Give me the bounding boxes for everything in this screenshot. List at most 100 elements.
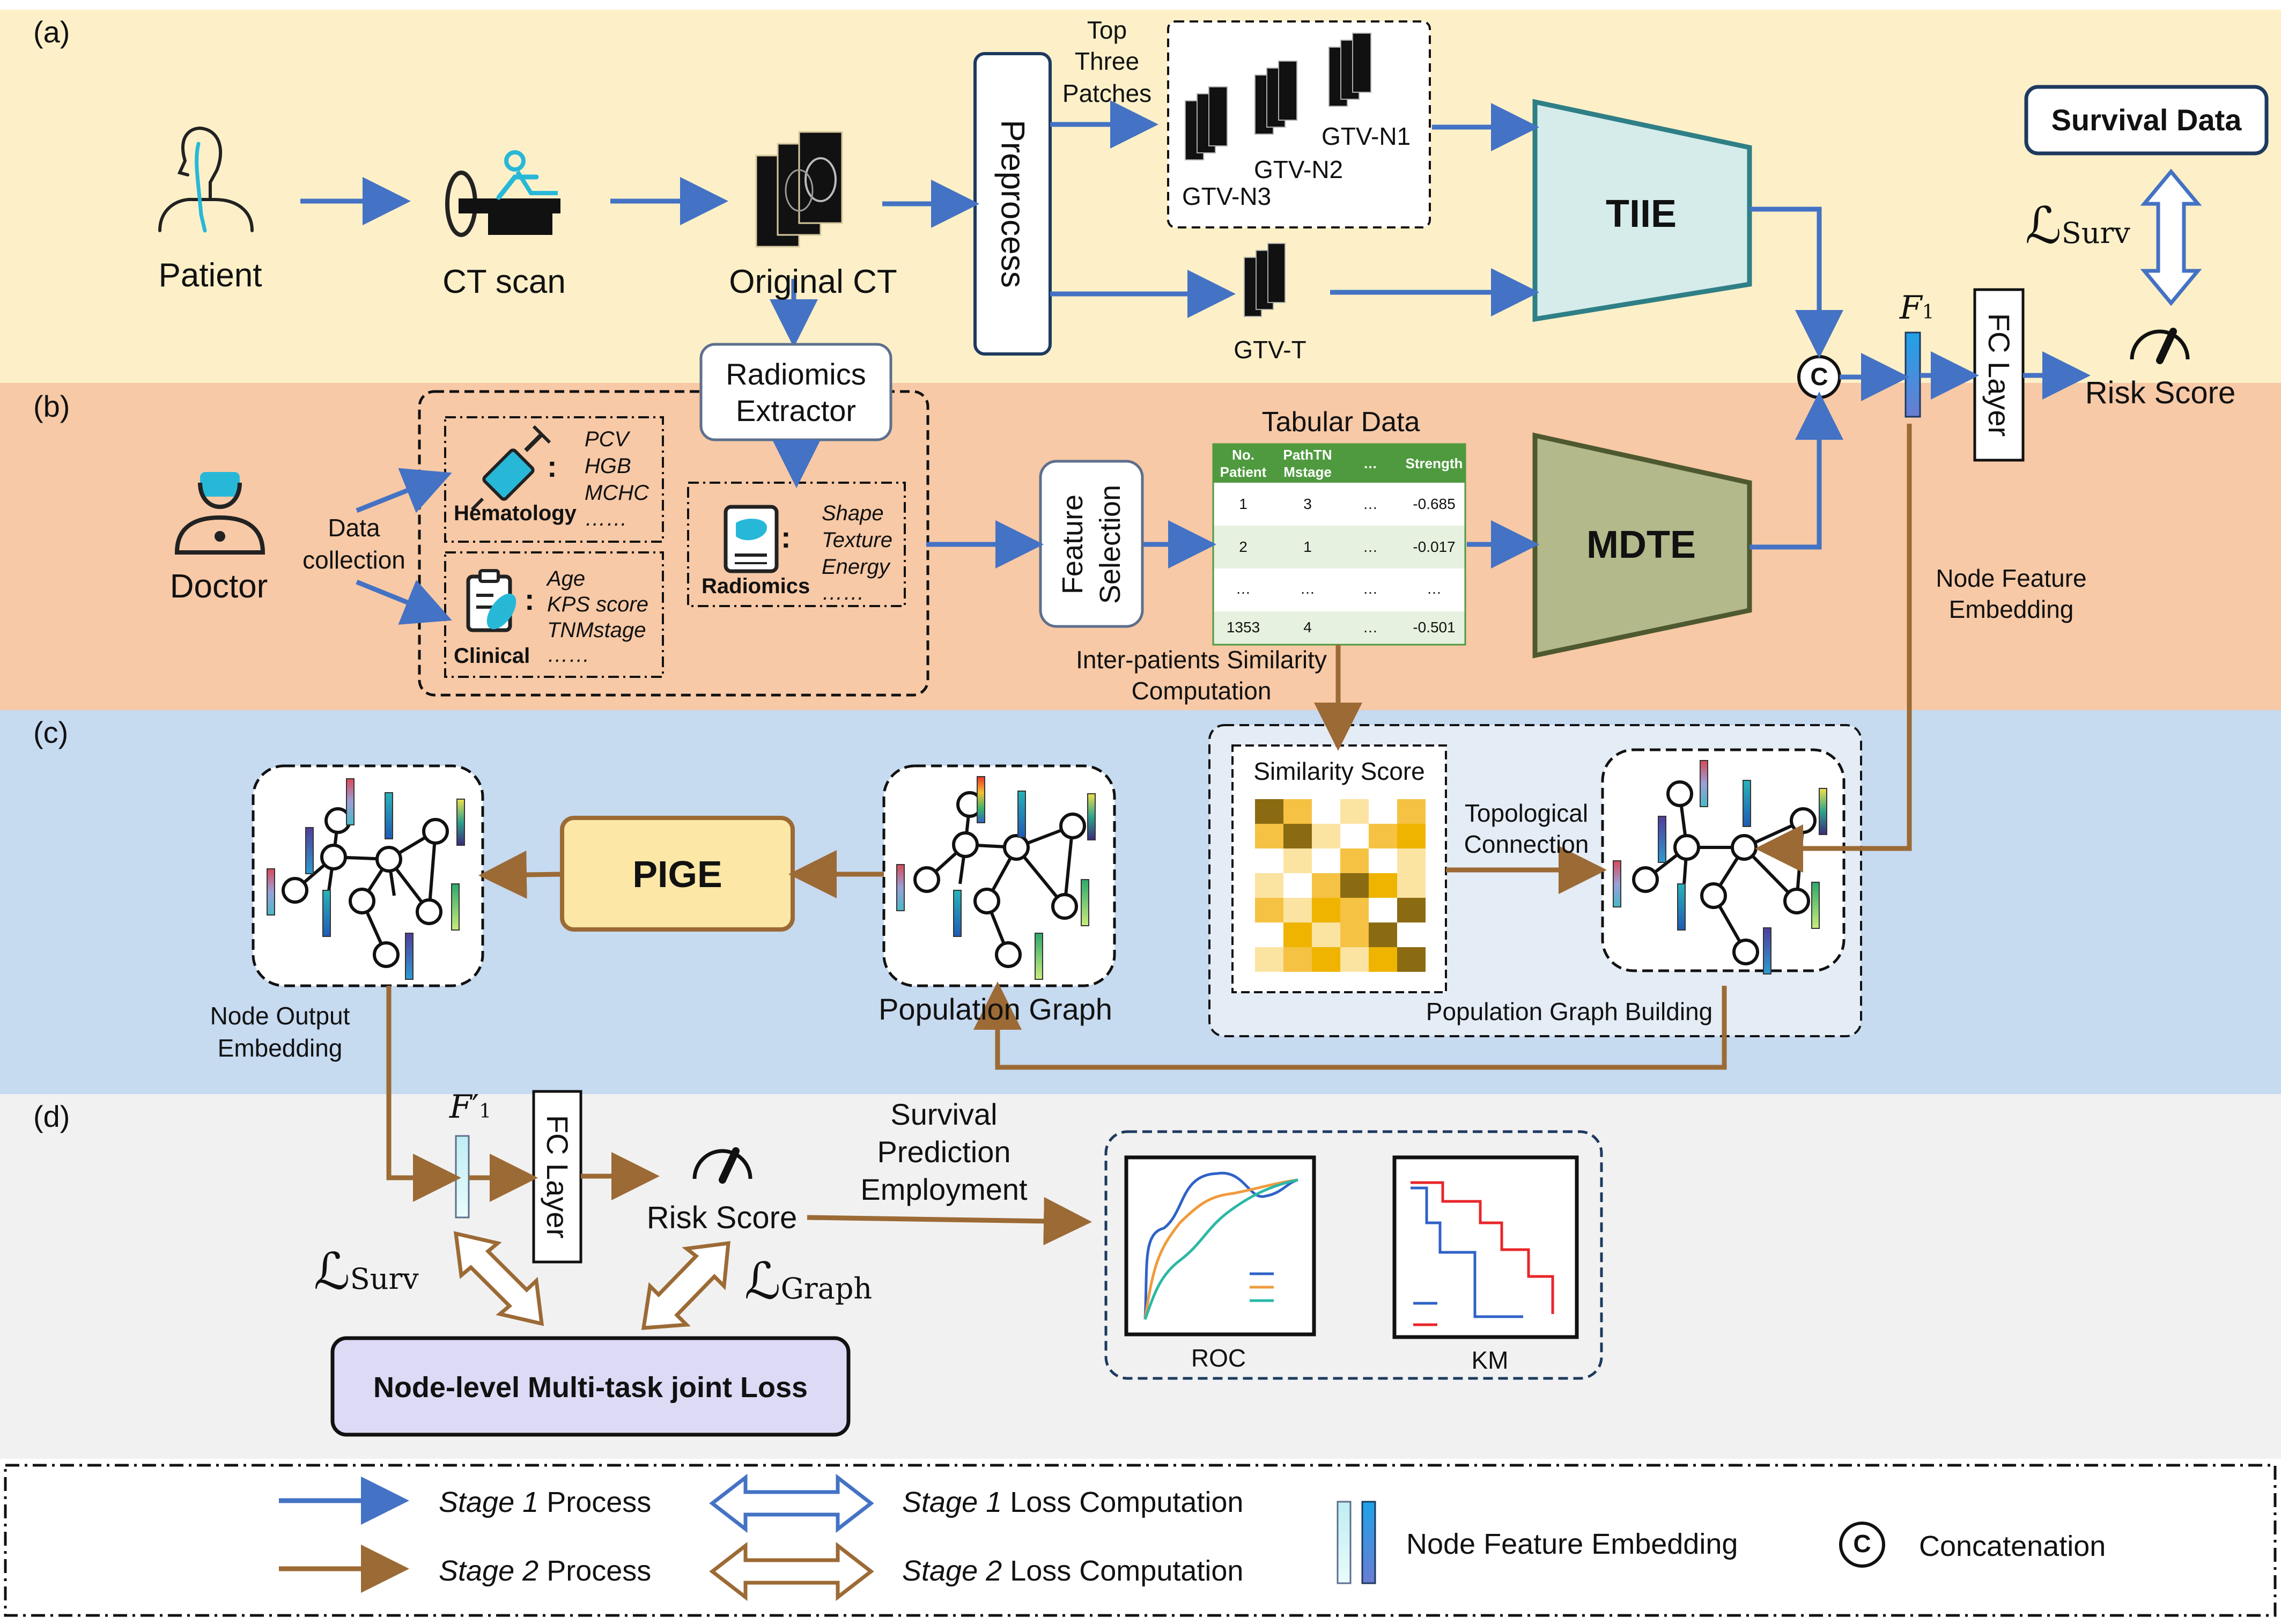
loss-surv-label-bottom: ℒSurv [314, 1243, 419, 1301]
heatmap-cell [1369, 947, 1397, 972]
legend-stage1-process: Stage 1 Process [439, 1486, 652, 1518]
top-patches-line-2: Three [1074, 47, 1140, 75]
heatmap-cell [1312, 922, 1340, 947]
node-output-embedding-line-2: Embedding [217, 1034, 343, 1062]
fc-layer-label-top: FC Layer [1982, 313, 2017, 437]
stage2-arrows-panel-d [386, 986, 1092, 1245]
patient-label: Patient [158, 257, 262, 294]
node-output-embedding-line-1: Node Output [210, 1002, 350, 1030]
concat-symbol: C [1810, 363, 1828, 390]
survival-data-label: Survival Data [2051, 103, 2242, 137]
heatmap-cell [1283, 898, 1312, 922]
heatmap-cell [1340, 873, 1369, 898]
hematology-label: Hematology [454, 501, 577, 525]
fc-layer-box-top [1973, 288, 2025, 462]
heatmap-cell [1369, 922, 1397, 947]
original-ct-label: Original CT [729, 263, 897, 300]
output-graph-box [252, 764, 484, 987]
heatmap-cell [1340, 947, 1369, 972]
table-header-cell: … [1363, 455, 1377, 471]
tiie-label: TIIE [1605, 193, 1677, 235]
gtv-t-label: GTV-T [1234, 336, 1306, 364]
legend-stage2-loss-arrow [709, 1541, 874, 1601]
clinical-item-2: KPS score [547, 593, 648, 616]
hematology-item-1: PCV [585, 427, 629, 451]
clipboard-icon [466, 569, 516, 632]
heatmap-cell [1397, 898, 1426, 922]
heatmap-cell [1340, 922, 1369, 947]
heatmap-cell [1283, 922, 1312, 947]
scanner-monitor-icon [724, 505, 779, 573]
feature-selection-line-1: Feature [1056, 494, 1089, 595]
node-feature-embedding-line-2: Embedding [1948, 595, 2074, 623]
gtv-n3-label: GTV-N3 [1182, 182, 1272, 210]
heatmap-cell [1397, 799, 1426, 824]
radiomics-label: Radiomics [702, 574, 810, 598]
population-graph-label: Population Graph [879, 992, 1112, 1026]
inter-patients-line-2: Computation [1131, 677, 1272, 705]
clinical-label: Clinical [454, 644, 530, 668]
pige-label: PIGE [632, 853, 722, 895]
f1-prime-label: F′1 [449, 1088, 492, 1126]
table-header-cell: Patient [1220, 464, 1267, 480]
original-ct-stack-icon [755, 131, 843, 248]
heatmap-cell [1312, 947, 1340, 972]
heatmap-cell [1340, 898, 1369, 922]
table-cell: -0.685 [1413, 496, 1456, 512]
heatmap-cell [1255, 873, 1283, 898]
radiomics-item-3: Energy [822, 555, 890, 579]
heatmap-cell [1397, 873, 1426, 898]
table-header-cell: PathTN [1283, 447, 1332, 463]
clinical-item-3: TNMstage [547, 618, 646, 642]
heatmap-cell [1255, 799, 1283, 824]
table-cell: 2 [1239, 538, 1247, 555]
colon-hematology: : [547, 449, 557, 483]
stage2-arrows-panel-c [478, 424, 1912, 1070]
stage2-loss-double-arrow-surv [453, 1231, 544, 1326]
heatmap-cell [1312, 848, 1340, 873]
heatmap-cell [1255, 848, 1283, 873]
table-cell: … [1363, 619, 1378, 636]
panel-label-c: (c) [33, 715, 69, 749]
table-cell: 3 [1303, 496, 1312, 512]
gtv-n1-label: GTV-N1 [1322, 122, 1411, 150]
table-header-cell: Strength [1405, 455, 1463, 471]
table-cell: … [1300, 580, 1315, 597]
stage1-arrows-panel-b [356, 392, 1843, 625]
heatmap-cell [1283, 824, 1312, 848]
tabular-data-table [1212, 443, 1466, 646]
topological-connection-line-1: Topological [1464, 799, 1589, 827]
joint-loss-label: Node-level Multi-task joint Loss [373, 1371, 808, 1404]
radiomics-extractor-line-2: Extractor [735, 394, 857, 427]
patient-icon [158, 127, 254, 233]
heatmap-cell [1397, 947, 1426, 972]
km-plot-frame [1392, 1155, 1579, 1339]
legend-node-feature-embedding: Node Feature Embedding [1406, 1528, 1738, 1560]
f1-embedding-bar [1904, 331, 1921, 418]
gtv-n2-patch-icon [1254, 61, 1297, 135]
loss-surv-label-top: ℒSurv [2025, 197, 2130, 255]
table-cell: … [1427, 580, 1442, 597]
risk-gauge-icon-top [2130, 328, 2190, 364]
building-graph-network [1632, 780, 1817, 965]
radiomics-item-2: Texture [822, 528, 892, 552]
loss-graph-label: ℒGraph [744, 1252, 873, 1311]
legend-concatenation: Concatenation [1919, 1530, 2106, 1562]
risk-score-label-top: Risk Score [2085, 375, 2236, 410]
mdte-label: MDTE [1586, 523, 1696, 566]
mdte-encoder-shape [1532, 432, 1752, 659]
fc-layer-label-bottom: FC Layer [541, 1114, 575, 1239]
radiomics-item-1: Shape [822, 501, 884, 525]
gtv-n3-patch-icon [1185, 86, 1228, 160]
heatmap-cell [1255, 898, 1283, 922]
heatmap-cell [1312, 873, 1340, 898]
table-cell: -0.017 [1413, 538, 1456, 555]
tabular-data-label: Tabular Data [1261, 407, 1420, 438]
table-cell: … [1363, 580, 1378, 597]
tiie-encoder-shape [1532, 99, 1752, 322]
legend-stage2-loss: Stage 2 Loss Computation [902, 1555, 1244, 1587]
preprocess-label: Preprocess [994, 120, 1031, 288]
heatmap-cell [1340, 824, 1369, 848]
